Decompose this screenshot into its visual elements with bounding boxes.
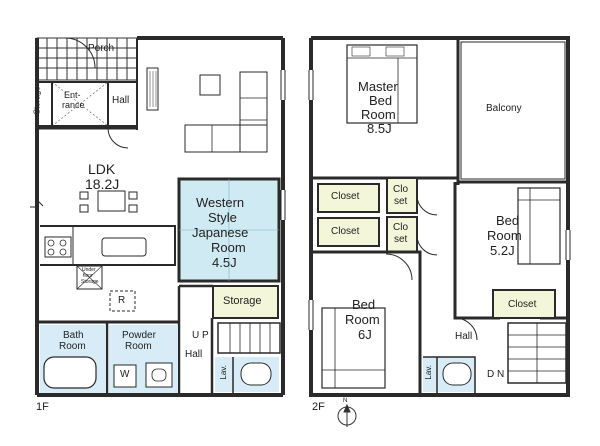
room-label-underfloor-2: floor [83,273,93,279]
north-label: N [343,398,348,404]
room-label-storage-vertical: Storage [32,86,42,115]
room-label-up: U P [192,330,209,341]
room-label-entrance-1: Ent- [64,90,81,100]
porch-tiles [36,37,138,81]
room-label-closet-3: Closet [508,299,537,310]
room-label-ldk-name: LDK [88,161,116,177]
room-label-porch: Porch [88,43,115,54]
room-label-balcony: Balcony [486,103,522,114]
room-label-bed52-1: Bed [496,213,520,228]
room-label-japanese-3: Japanese [192,225,249,240]
room-label-hall-top: Hall [112,95,130,106]
room-label-bath-2: Room [59,341,86,352]
room-label-r: R [118,295,126,306]
room-label-japanese-2: Style [208,210,237,225]
floor-1-drawing [30,36,286,397]
floor-label-2f: 2F [312,401,325,413]
room-label-master-1: Master [358,79,398,94]
room-label-master-2: Bed [369,93,393,108]
room-label-closet-1: Closet [331,191,360,202]
room-label-japanese-5: 4.5J [212,255,237,270]
room-label-master-4: 8.5J [367,121,392,136]
room-label-storage: Storage [223,295,262,307]
room-label-japanese-1: Western [196,195,245,210]
room-label-closet-small-1a: Clo [393,184,409,195]
room-label-w: W [120,369,130,380]
room-label-dn: D N [487,369,505,380]
room-label-lav-1f: Lav. [218,365,228,380]
room-label-bath-1: Bath [63,330,84,341]
room-label-hall-2f: Hall [455,331,473,342]
room-label-bed6-1: Bed [352,297,376,312]
room-label-powder-1: Powder [122,330,156,341]
room-label-underfloor-1: Under [82,267,96,273]
floor-label-1f: 1F [36,401,49,413]
room-label-closet-small-1b: set [394,196,408,207]
room-label-bed6-3: 6J [358,327,372,342]
room-label-bed6-2: Room [345,312,380,327]
room-label-hall-bottom: Hall [185,349,203,360]
north-arrow-icon [337,403,357,427]
room-label-ldk-size: 18.2J [85,176,120,192]
room-label-closet-small-2a: Clo [393,222,409,233]
room-label-closet-small-2b: set [394,234,408,245]
floor-2-drawing [308,36,571,397]
room-label-bed52-3: 5.2J [490,243,515,258]
room-label-underfloor-3: Storage [81,279,99,285]
room-label-entrance-2: rance [62,100,85,110]
room-label-powder-2: Room [125,341,152,352]
room-label-lav-2f: Lav. [423,365,433,380]
room-label-closet-2: Closet [331,226,360,237]
room-label-master-3: Room [361,107,396,122]
room-label-japanese-4: Room [211,240,246,255]
room-label-bed52-2: Room [487,228,522,243]
